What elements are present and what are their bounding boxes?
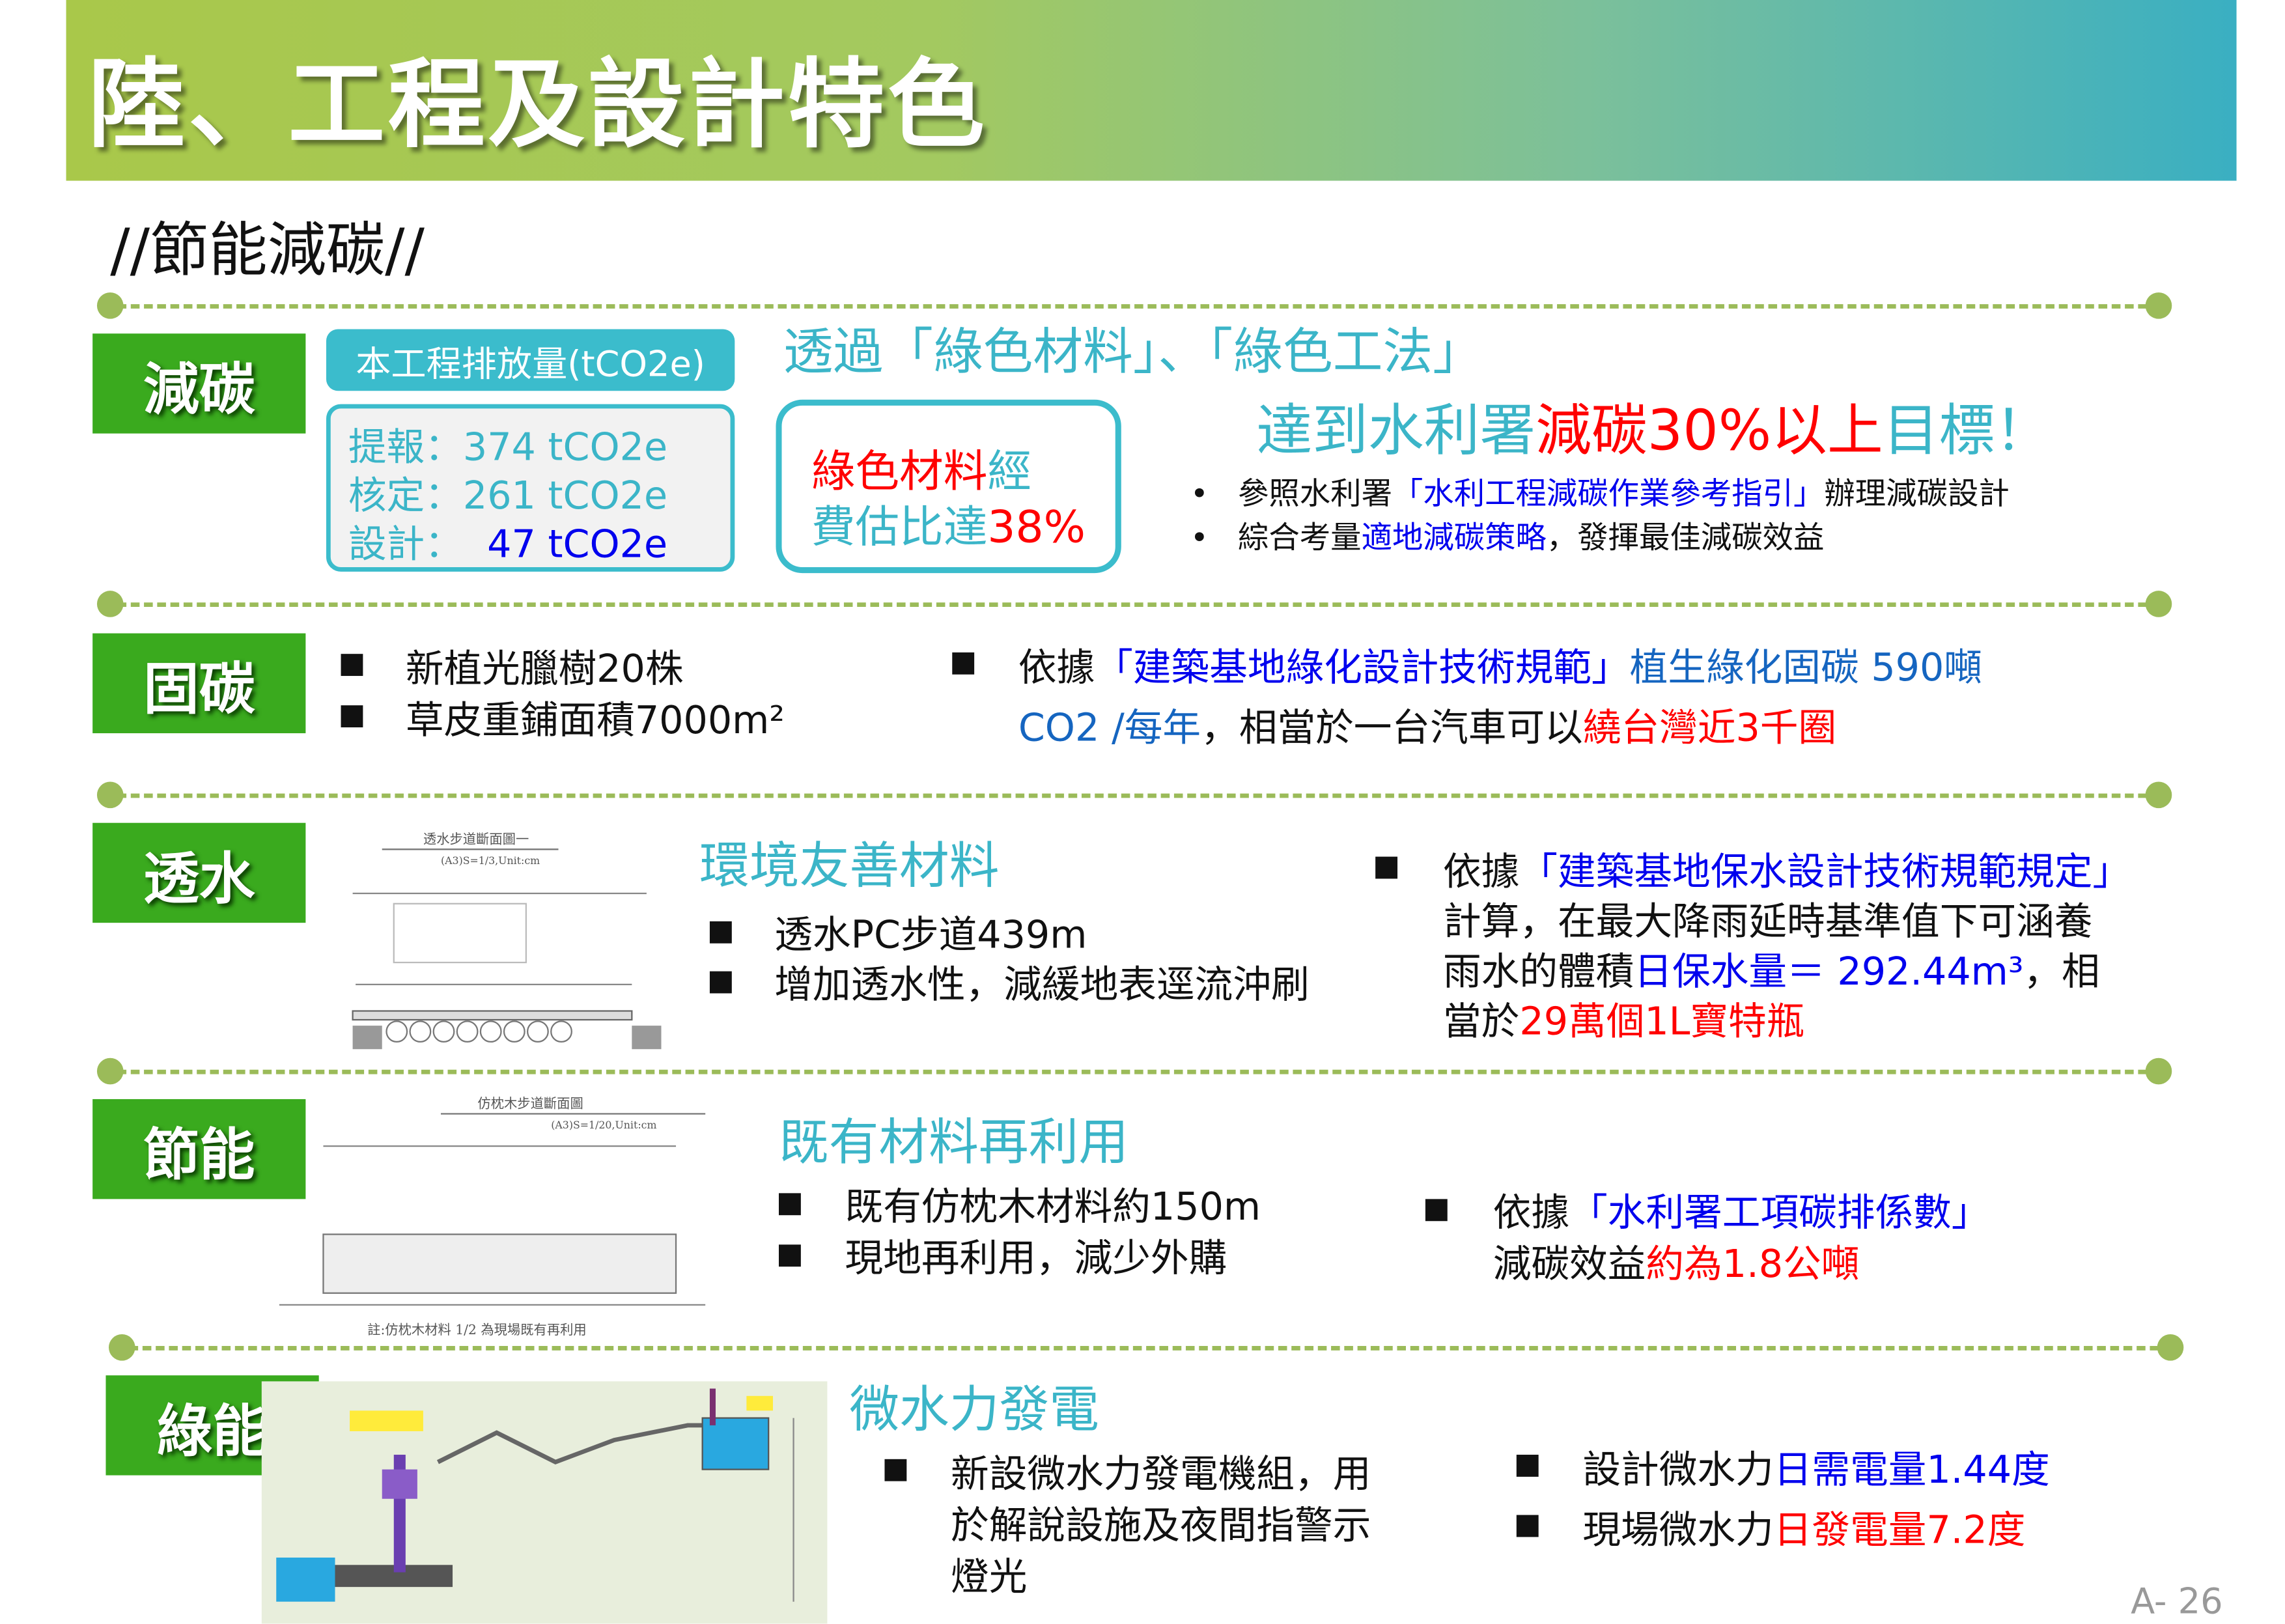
reuse-basis-line2: 減碳效益約為1.8公噸 xyxy=(1493,1243,1860,1287)
divider-dot xyxy=(96,292,124,319)
reuse-heading: 既有材料再利用 xyxy=(778,1113,1129,1173)
fixation-basis-line2: CO2 /每年，相當於一台汽車可以繞台灣近3千圈 xyxy=(1018,707,1837,751)
emission-row-reported: 提報：374 tCO2e xyxy=(348,426,668,471)
micro-hydro-diagram xyxy=(261,1381,828,1624)
emission-row-approved: 核定：261 tCO2e xyxy=(348,474,668,519)
goal-text: 達到水利署減碳30%以上目標！ xyxy=(1256,398,2051,463)
fixation-basis-line1: 依據「建築基地綠化設計技術規範」植生綠化固碳 590噸 xyxy=(1018,646,1983,691)
bullet-sleeper-material: 既有仿枕木材料約150m xyxy=(845,1186,1261,1230)
bullet-icon xyxy=(778,1244,801,1267)
bullet-hydro-unit-cont2: 燈光 xyxy=(951,1556,1028,1601)
divider-dot xyxy=(96,1057,124,1085)
bullet-hydro-unit-cont: 於解說設施及夜間指警示 xyxy=(951,1504,1371,1549)
tag-permeable: 透水 xyxy=(92,822,306,923)
bullet-icon xyxy=(884,1459,907,1481)
diagram-title: 透水步道斷面圖一 xyxy=(423,831,529,847)
divider-dot xyxy=(96,591,124,617)
tag-carbon-fixation: 固碳 xyxy=(92,633,306,734)
page-number: A- 26 xyxy=(2131,1581,2223,1623)
bullet-icon xyxy=(1516,1515,1539,1537)
bullet-icon xyxy=(709,921,732,944)
bullet-lawn: 草皮重鋪面積7000m² xyxy=(405,699,785,744)
permeable-basis-line1: 依據「建築基地保水設計技術規範規定」 xyxy=(1442,850,2131,895)
diagram-scale: (A3)S=1/3,Unit:cm xyxy=(441,854,540,867)
diagram-note: 註:仿枕木材料 1/2 為現場既有再利用 xyxy=(367,1322,587,1337)
tag-carbon-reduction: 減碳 xyxy=(92,333,306,434)
bullet-local-reuse: 現地再利用，減少外購 xyxy=(845,1237,1227,1281)
micro-hydro-heading: 微水力發電 xyxy=(849,1381,1099,1440)
bullet-strategy: • 綜合考量適地減碳策略，發揮最佳減碳效益 xyxy=(1190,520,1825,555)
divider-dot xyxy=(2145,591,2172,617)
divider xyxy=(117,304,2161,309)
bullet-permeability: 增加透水性，減緩地表逕流沖刷 xyxy=(774,964,1310,1009)
emission-box: 提報：374 tCO2e 核定：261 tCO2e 設計： 47 tCO2e xyxy=(326,404,735,572)
section-subtitle: //節能減碳// xyxy=(110,217,425,285)
reuse-basis-line1: 依據「水利署工項碳排係數」 xyxy=(1493,1192,1990,1236)
bullet-trees: 新植光臘樹20株 xyxy=(405,648,684,692)
bullet-icon xyxy=(341,654,363,677)
divider xyxy=(117,793,2161,798)
emission-row-design: 設計： 47 tCO2e xyxy=(348,523,668,568)
permeable-basis-line3: 雨水的體積日保水量＝ 292.44m³，相 xyxy=(1442,951,2100,995)
divider xyxy=(117,1069,2161,1074)
bullet-icon xyxy=(709,971,732,994)
divider-dot xyxy=(2145,292,2172,319)
bullet-guideline: • 參照水利署「水利工程減碳作業參考指引」辦理減碳設計 xyxy=(1190,476,2010,512)
bullet-icon xyxy=(778,1193,801,1216)
divider-dot xyxy=(96,781,124,809)
actual-power: 現場微水力日發電量7.2度 xyxy=(1582,1509,2026,1554)
bullet-icon xyxy=(1375,856,1398,879)
divider xyxy=(129,1346,2172,1351)
permeable-basis-line4: 當於29萬個1L寶特瓶 xyxy=(1442,1000,1805,1045)
sleeper-walkway-diagram: 仿枕木步道斷面圖 (A3)S=1/20,Unit:cm 註:仿枕木材料 1/2 … xyxy=(279,1095,706,1337)
divider-dot xyxy=(2145,781,2172,809)
divider-dot xyxy=(2145,1057,2172,1085)
page-title: 陸、工程及設計特色 xyxy=(88,48,988,162)
bullet-hydro-unit: 新設微水力發電機組，用 xyxy=(951,1453,1371,1498)
divider-dot xyxy=(108,1334,135,1361)
design-power: 設計微水力日需電量1.44度 xyxy=(1582,1449,2050,1493)
bullet-icon xyxy=(952,652,975,675)
divider xyxy=(117,602,2161,607)
green-methods-heading: 透過「綠色材料」、「綠色工法」 xyxy=(783,323,1483,382)
divider-dot xyxy=(2157,1334,2184,1361)
bullet-pc-walkway: 透水PC步道439m xyxy=(774,914,1087,959)
permeable-basis-line2: 計算，在最大降雨延時基準值下可涵養 xyxy=(1442,901,2093,945)
green-material-box: 綠色材料經 費估比達38% xyxy=(776,399,1121,574)
bullet-icon xyxy=(1425,1199,1448,1222)
header-banner xyxy=(66,0,2237,181)
emission-pill: 本工程排放量(tCO2e) xyxy=(326,329,735,391)
bullet-icon xyxy=(1516,1455,1539,1477)
diagram-title: 仿枕木步道斷面圖 xyxy=(477,1095,583,1111)
diagram-scale: (A3)S=1/20,Unit:cm xyxy=(551,1119,656,1131)
permeable-heading: 環境友善材料 xyxy=(699,837,1000,897)
permeable-walkway-diagram: 透水步道斷面圖一 (A3)S=1/3,Unit:cm xyxy=(352,831,662,1050)
tag-energy-saving: 節能 xyxy=(92,1099,306,1199)
bullet-icon xyxy=(341,705,363,728)
